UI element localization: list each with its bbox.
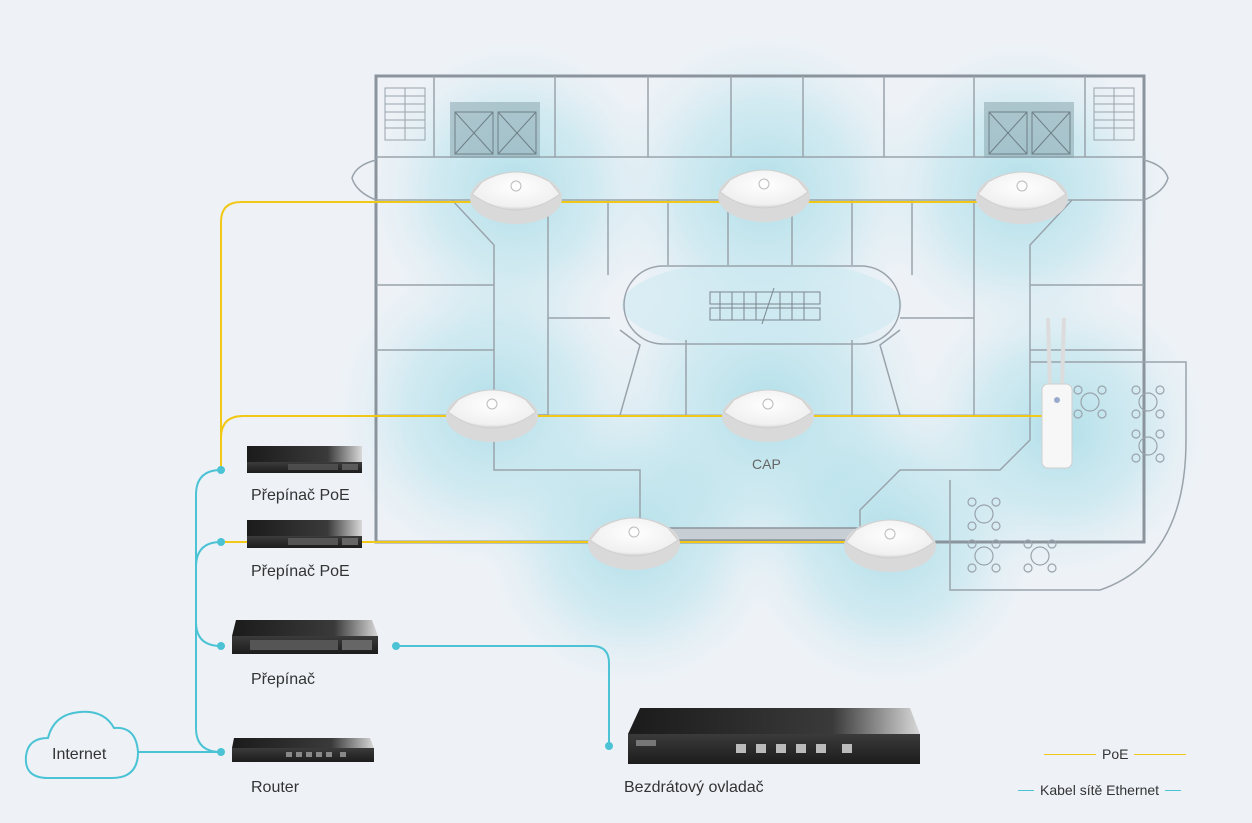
poe-line-right [1134,753,1187,755]
wireless-controller-device [628,708,920,764]
router-label: Router [251,779,300,796]
internet-label: Internet [52,746,107,763]
ethernet-line-right [1165,789,1182,791]
poe-switch-1-label: Přepínač PoE [251,487,350,504]
controller-label: Bezdrátový ovladač [624,779,764,796]
legend-poe: PoE [1044,746,1187,762]
poe-switch-1-device [247,446,362,473]
ethernet-line-left [1018,789,1034,791]
lounge-tables [967,385,1165,573]
legend-poe-label: PoE [1102,746,1129,762]
switch-label: Přepínač [251,671,316,688]
cable-endpoints [217,466,613,756]
escalator [709,287,821,325]
elevators-left [450,102,540,158]
stairs-left [384,87,426,141]
cap-label: CAP [752,456,781,472]
switch-device [232,620,378,654]
router-device [232,738,374,762]
ethernet-cables [136,469,610,753]
outdoor-access-point [1041,317,1073,469]
poe-switch-2-device [247,520,362,548]
legend-ethernet-label: Kabel sítě Ethernet [1040,782,1160,798]
legend-ethernet: Kabel sítě Ethernet [1018,782,1182,798]
stairs-right [1093,87,1135,141]
elevators-right [984,102,1074,158]
poe-switch-2-label: Přepínač PoE [251,563,350,580]
ceiling-access-points [446,169,1068,572]
poe-line-left [1044,753,1096,755]
internet-cloud-icon [24,710,140,779]
